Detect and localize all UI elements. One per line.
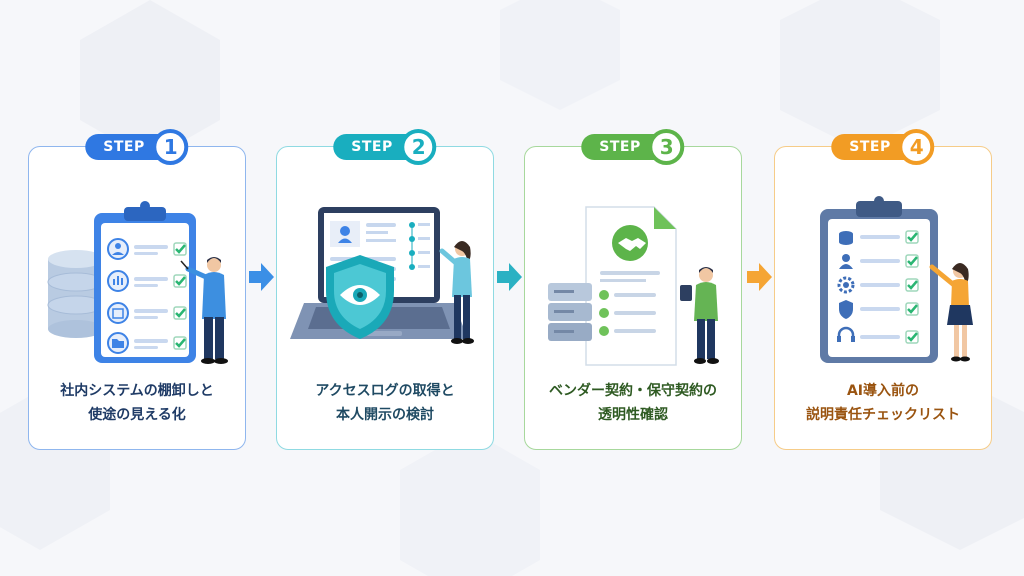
calendar-icon bbox=[107, 302, 129, 324]
shield-icon bbox=[839, 300, 853, 319]
handshake-icon bbox=[612, 225, 648, 261]
chart-icon bbox=[107, 270, 129, 292]
step-3-illustration bbox=[548, 206, 719, 366]
step-4-number: 4 bbox=[898, 129, 935, 165]
step-2-badge: STEP 2 bbox=[333, 129, 437, 165]
step-3-number: 3 bbox=[648, 129, 685, 165]
checkmark-icon bbox=[905, 230, 919, 344]
step-3-card: STEP 3 ベンダー契約 bbox=[524, 129, 742, 450]
arrow-right-icon bbox=[497, 263, 522, 291]
step-4-title-line2: 説明責任チェックリスト bbox=[806, 407, 960, 423]
arrow-right-icon bbox=[249, 263, 274, 291]
tablet-icon bbox=[680, 285, 692, 301]
step-2-number: 2 bbox=[400, 129, 437, 165]
step-3-badge: STEP 3 bbox=[581, 129, 685, 165]
step-2-title-line1: アクセスログの取得と bbox=[315, 383, 455, 399]
step-1-title-line1: 社内システムの棚卸しと bbox=[60, 383, 214, 399]
step-2-card: STEP 2 bbox=[276, 129, 494, 450]
contract-document-icon bbox=[585, 206, 677, 366]
gear-icon bbox=[837, 276, 855, 294]
step-4-badge: STEP 4 bbox=[831, 129, 935, 165]
step-2-illustration bbox=[290, 207, 474, 344]
step-2-title-line2: 本人開示の検討 bbox=[336, 407, 434, 423]
shield-eye-icon bbox=[326, 255, 394, 339]
step-4-illustration bbox=[820, 196, 973, 363]
step-1-number: 1 bbox=[152, 129, 189, 165]
headset-icon bbox=[837, 326, 855, 342]
checkmark-icon bbox=[173, 242, 187, 350]
folder-icon bbox=[107, 332, 129, 354]
step-4-card: STEP 4 bbox=[774, 129, 992, 450]
database-icon bbox=[839, 231, 853, 245]
step-1-card: STEP 1 bbox=[28, 129, 246, 450]
step-3-title-line1: ベンダー契約・保守契約の bbox=[549, 383, 717, 399]
person-figure bbox=[439, 241, 474, 344]
step-1-illustration bbox=[47, 201, 228, 364]
person-icon bbox=[107, 238, 129, 260]
person-figure bbox=[680, 267, 719, 364]
person-figure bbox=[180, 257, 228, 364]
profile-icon bbox=[330, 221, 360, 247]
step-1-title-line2: 使途の見える化 bbox=[88, 407, 186, 423]
person-icon bbox=[839, 254, 853, 269]
step-3-title-line2: 透明性確認 bbox=[598, 407, 668, 423]
person-figure bbox=[929, 263, 973, 362]
step-4-title-line1: AI導入前の bbox=[846, 383, 920, 399]
server-icon bbox=[548, 283, 592, 341]
step-1-badge: STEP 1 bbox=[85, 129, 189, 165]
arrow-right-icon bbox=[747, 263, 772, 291]
